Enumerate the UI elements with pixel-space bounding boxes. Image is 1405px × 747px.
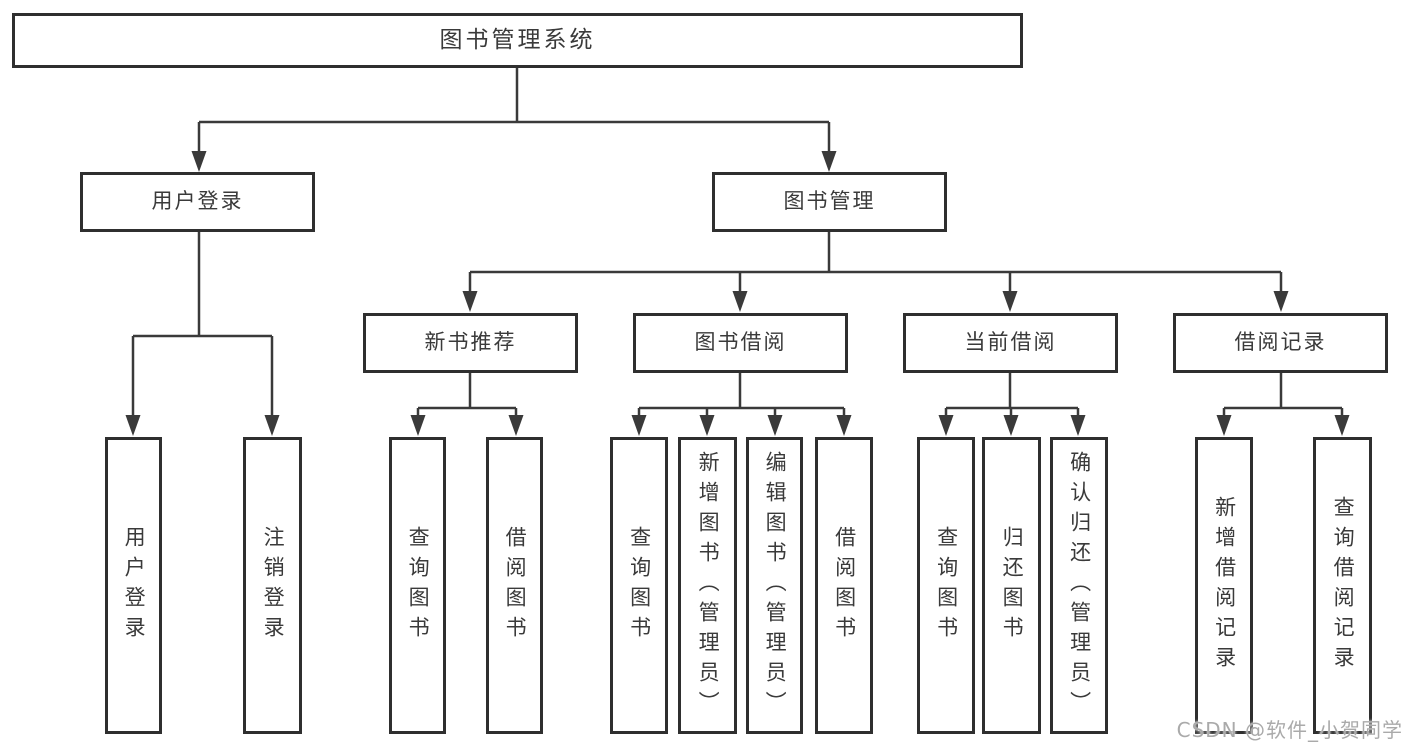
leaf-query-books-recommend: 查询图书 [389,437,446,734]
leaf-return-book: 归还图书 [982,437,1041,734]
node-book-borrowing: 图书借阅 [633,313,848,373]
leaf-logout: 注销登录 [243,437,302,734]
node-borrowing-records: 借阅记录 [1173,313,1388,373]
leaf-borrow-books: 借阅图书 [815,437,873,734]
node-new-book-recommendation: 新书推荐 [363,313,578,373]
csdn-watermark: CSDN @软件_小贺同学 [1176,718,1403,742]
leaf-query-borrow-record: 查询借阅记录 [1313,437,1372,734]
leaf-query-books-current: 查询图书 [917,437,975,734]
leaf-confirm-return-admin: 确认归还（管理员） [1050,437,1108,734]
node-current-borrowing: 当前借阅 [903,313,1118,373]
leaf-add-book-admin: 新增图书（管理员） [678,437,737,734]
node-user-login: 用户登录 [80,172,315,232]
leaf-user-login: 用户登录 [105,437,162,734]
leaf-borrow-books-recommend: 借阅图书 [486,437,543,734]
leaf-edit-book-admin: 编辑图书（管理员） [746,437,803,734]
node-book-management: 图书管理 [712,172,947,232]
leaf-add-borrow-record: 新增借阅记录 [1195,437,1253,734]
node-library-system: 图书管理系统 [12,13,1023,68]
leaf-query-books-borrow: 查询图书 [610,437,668,734]
